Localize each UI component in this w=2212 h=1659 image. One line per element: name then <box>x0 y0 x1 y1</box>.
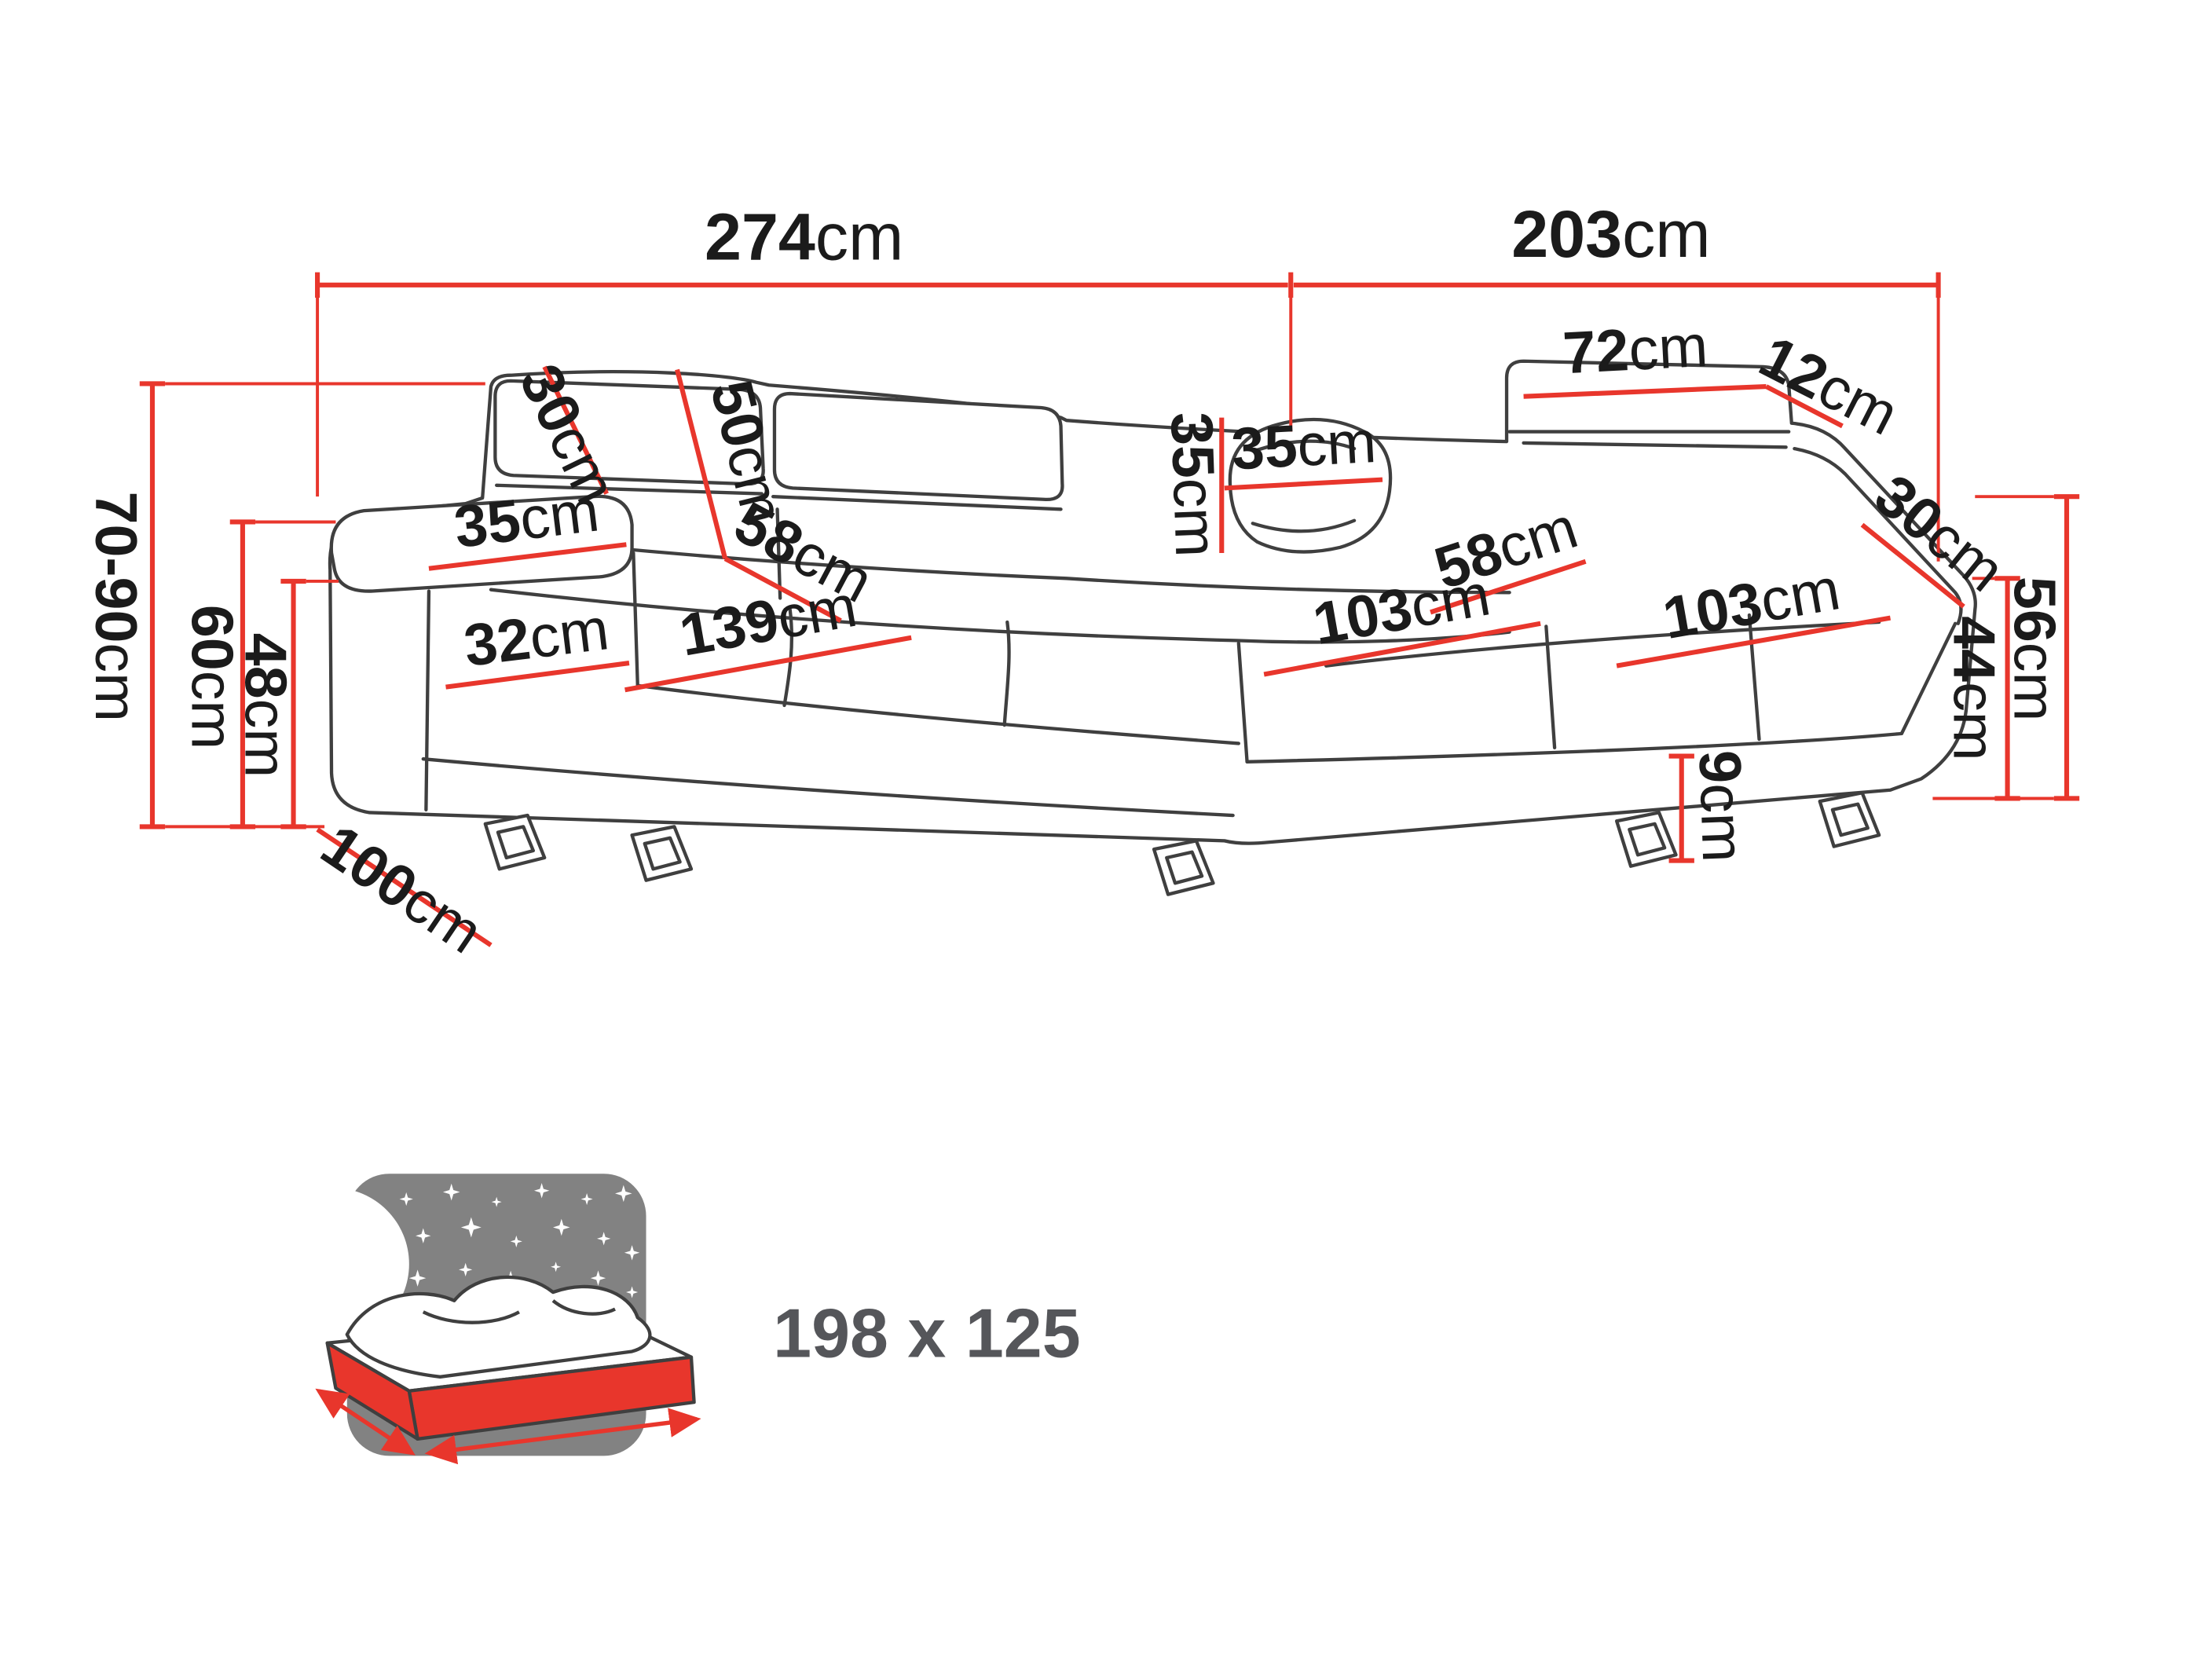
dim-line-backrest-height-left <box>675 368 728 559</box>
sofa-drawing <box>328 359 1977 896</box>
dim-label-total-width: 274cm <box>705 200 903 273</box>
dim-label-total-depth: 203cm <box>1511 197 1710 271</box>
dim-line-seat-depth-left <box>723 556 842 623</box>
dim-line-seat-depth-right <box>1430 558 1587 615</box>
right-headrest <box>1507 430 1791 449</box>
dim-line-armrest-front-height <box>445 661 630 690</box>
dim-extension-lines-top <box>316 297 1940 562</box>
dim-label-armrest-front-height: 32cm <box>460 595 612 679</box>
sofa-leg <box>1818 791 1881 848</box>
dim-line-chaise-length-back <box>1616 615 1892 668</box>
dim-line-armrest-top-width <box>428 542 627 571</box>
backrest-details <box>489 507 1511 644</box>
dim-label-leg-height: 9cm <box>1686 749 1756 863</box>
armrest-pad <box>329 494 634 593</box>
left-headrests <box>493 379 1064 511</box>
dim-line-seat-width-left <box>624 635 912 693</box>
dim-line-headrest-width-right <box>1523 384 1767 399</box>
sleeping-area-label: 198 x 125 <box>773 1295 1081 1372</box>
sofa-leg <box>1152 839 1215 896</box>
dim-line-chaise-length-front <box>1263 621 1541 677</box>
dim-line-overall-height <box>139 381 166 830</box>
dim-label-sofa-depth: 100cm <box>310 811 495 965</box>
moon-cutout <box>256 1188 409 1341</box>
sofa-leg <box>483 813 547 871</box>
dim-extension-lines-right <box>1932 495 2054 800</box>
dim-label-seat-width-left: 139cm <box>675 573 861 668</box>
chaise-details <box>1236 446 1963 764</box>
dimension-lines <box>139 272 2080 947</box>
bed-blanket <box>345 1275 652 1379</box>
dim-label-headrest-width-right: 72cm <box>1562 313 1710 386</box>
seat-details <box>421 551 1240 818</box>
dim-line-leg-height <box>1668 753 1694 863</box>
sofa-bed-icon <box>256 1174 701 1465</box>
dim-line-sofa-depth <box>316 827 493 947</box>
dim-line-total-depth <box>1293 272 1941 298</box>
dim-label-overall-height: 70-90cm <box>83 492 149 722</box>
dim-line-headrest-depth-right <box>1765 384 1844 429</box>
sofa-leg <box>1614 811 1678 868</box>
dim-line-total-width <box>315 272 1294 298</box>
dim-line-chaise-side-height <box>2053 494 2080 801</box>
dim-extension-lines-left <box>165 382 485 829</box>
dim-label-seat-height: 48cm <box>233 633 298 778</box>
sofa-leg <box>630 825 694 882</box>
dim-label-pillow-width: 35cm <box>1230 408 1379 482</box>
dim-label-pillow-height: 35cm <box>1159 411 1229 558</box>
dim-line-headrest-tilt-right <box>1860 522 1965 609</box>
bed-size-arrows <box>315 1388 701 1465</box>
bed-blanket-folds <box>422 1299 616 1324</box>
dim-label-armrest-top-width: 35cm <box>451 477 602 560</box>
dim-line-pillow-width <box>1224 477 1383 491</box>
dim-label-chaise-side-height: 56cm <box>2002 577 2068 721</box>
dim-label-armrest-height: 60cm <box>179 605 245 749</box>
dim-line-headrest-tilt-left <box>542 365 609 495</box>
dim-label-chaise-seat-height: 44cm <box>1941 616 2007 760</box>
